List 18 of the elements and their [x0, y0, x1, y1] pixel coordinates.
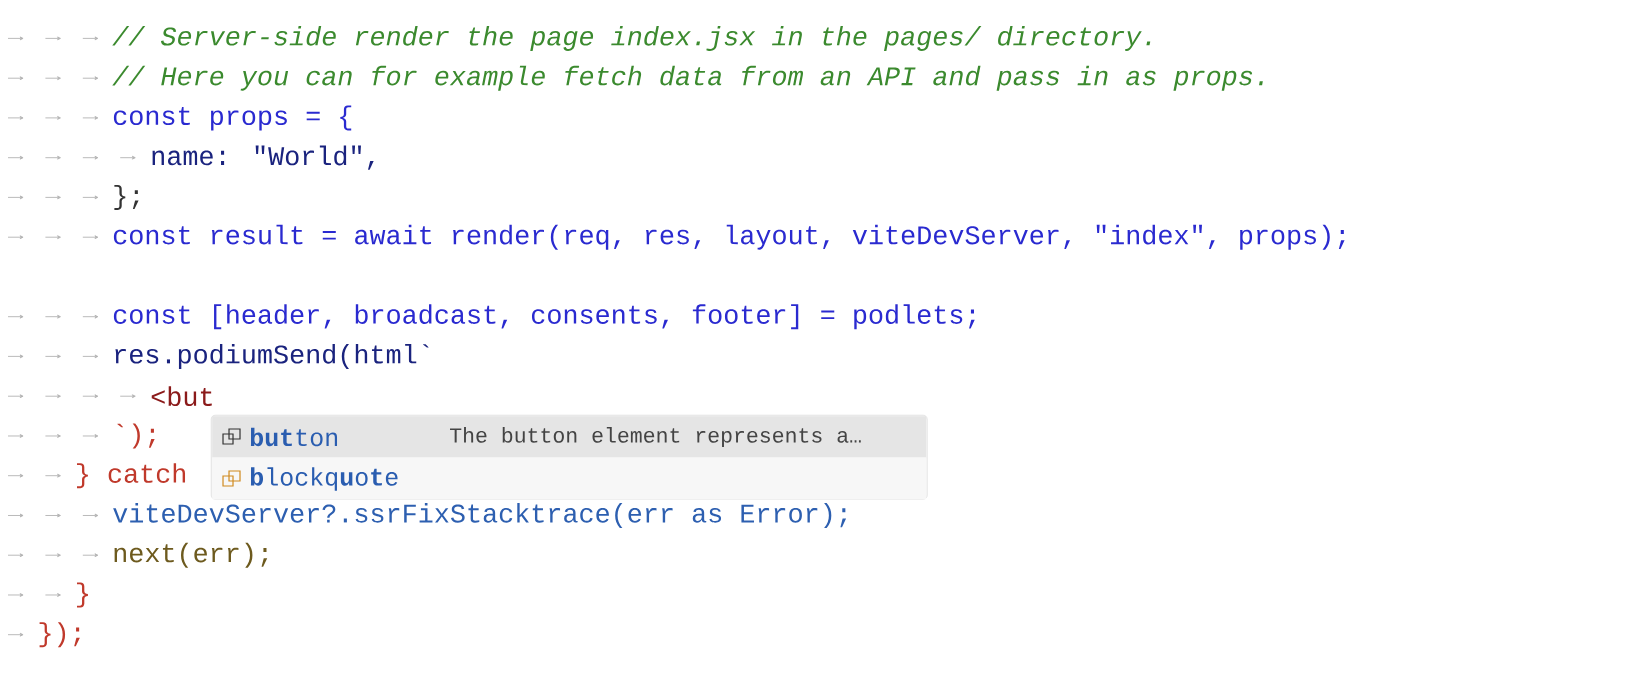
code-line: const result = await render(req, res, layout, viteDevServer, "index", props); — [113, 224, 1345, 250]
code-line: } — [77, 582, 88, 608]
code-line: // Server-side render the page index.jsx in the pages/ directory. — [112, 25, 1151, 51]
code-line: <but — [151, 386, 212, 407]
code-line: viteDevServer?.ssrFixStacktrace(err as Error); — [113, 503, 847, 528]
node-label: blockquote — [250, 467, 398, 491]
code-line: `); — [117, 423, 155, 449]
code-line: // Here you can for example fetch data from an API and pass in as props. — [112, 65, 1263, 91]
code-line: const props = { — [113, 105, 352, 131]
code-line: res.podiumSend(html` — [115, 343, 429, 369]
code-line: }; — [114, 184, 139, 210]
code-line: const [header, broadcast, consents, footer] = podlets; — [113, 304, 975, 330]
completion-item: blockquote — [212, 458, 927, 500]
code-line: next(err); — [114, 542, 268, 568]
code-line: name: "World", — [152, 145, 374, 170]
code-line: } catch — [77, 463, 185, 489]
completion-item: button The button element represents a… — [212, 416, 927, 458]
code-line: }); — [39, 622, 80, 648]
